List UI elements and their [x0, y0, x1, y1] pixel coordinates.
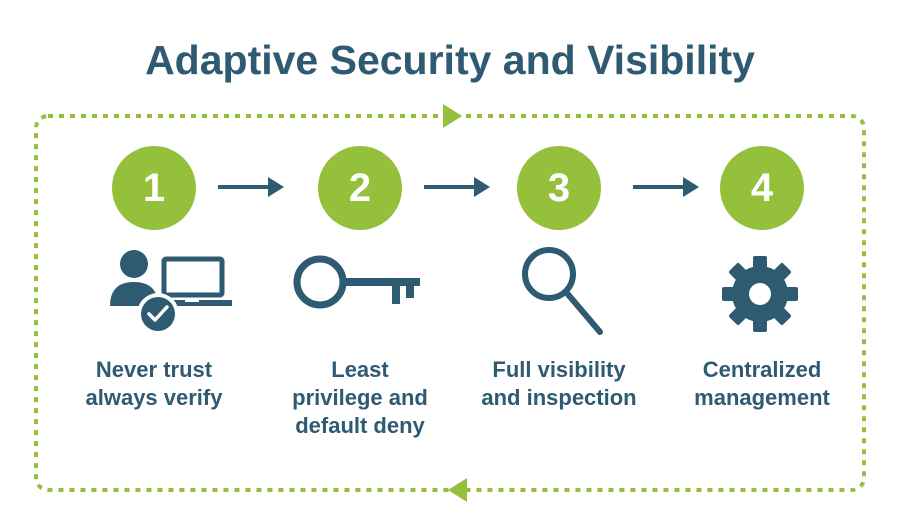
cycle-dotted-border — [34, 114, 866, 492]
arrow-right-icon — [424, 177, 490, 197]
cycle-arrowhead-bottom — [448, 478, 467, 502]
gear-icon — [722, 256, 798, 332]
diagram-title: Adaptive Security and Visibility — [145, 37, 755, 83]
step-label: Full visibility and inspection — [481, 357, 637, 410]
cycle-arrowhead-top — [443, 104, 462, 128]
step-number-badge: 2 — [318, 146, 402, 230]
step-number-badge: 1 — [112, 146, 196, 230]
step-label: Never trust always verify — [85, 357, 223, 410]
arrow-right-icon — [218, 177, 284, 197]
arrow-right-icon — [633, 177, 699, 197]
user-laptop-check-icon — [110, 250, 232, 335]
step-number-badge: 4 — [720, 146, 804, 230]
step-label: Centralized management — [694, 357, 830, 410]
step-number-badge: 3 — [517, 146, 601, 230]
key-icon — [293, 255, 420, 309]
step-label: Least privilege and default deny — [292, 357, 428, 438]
magnifier-icon — [522, 247, 603, 335]
